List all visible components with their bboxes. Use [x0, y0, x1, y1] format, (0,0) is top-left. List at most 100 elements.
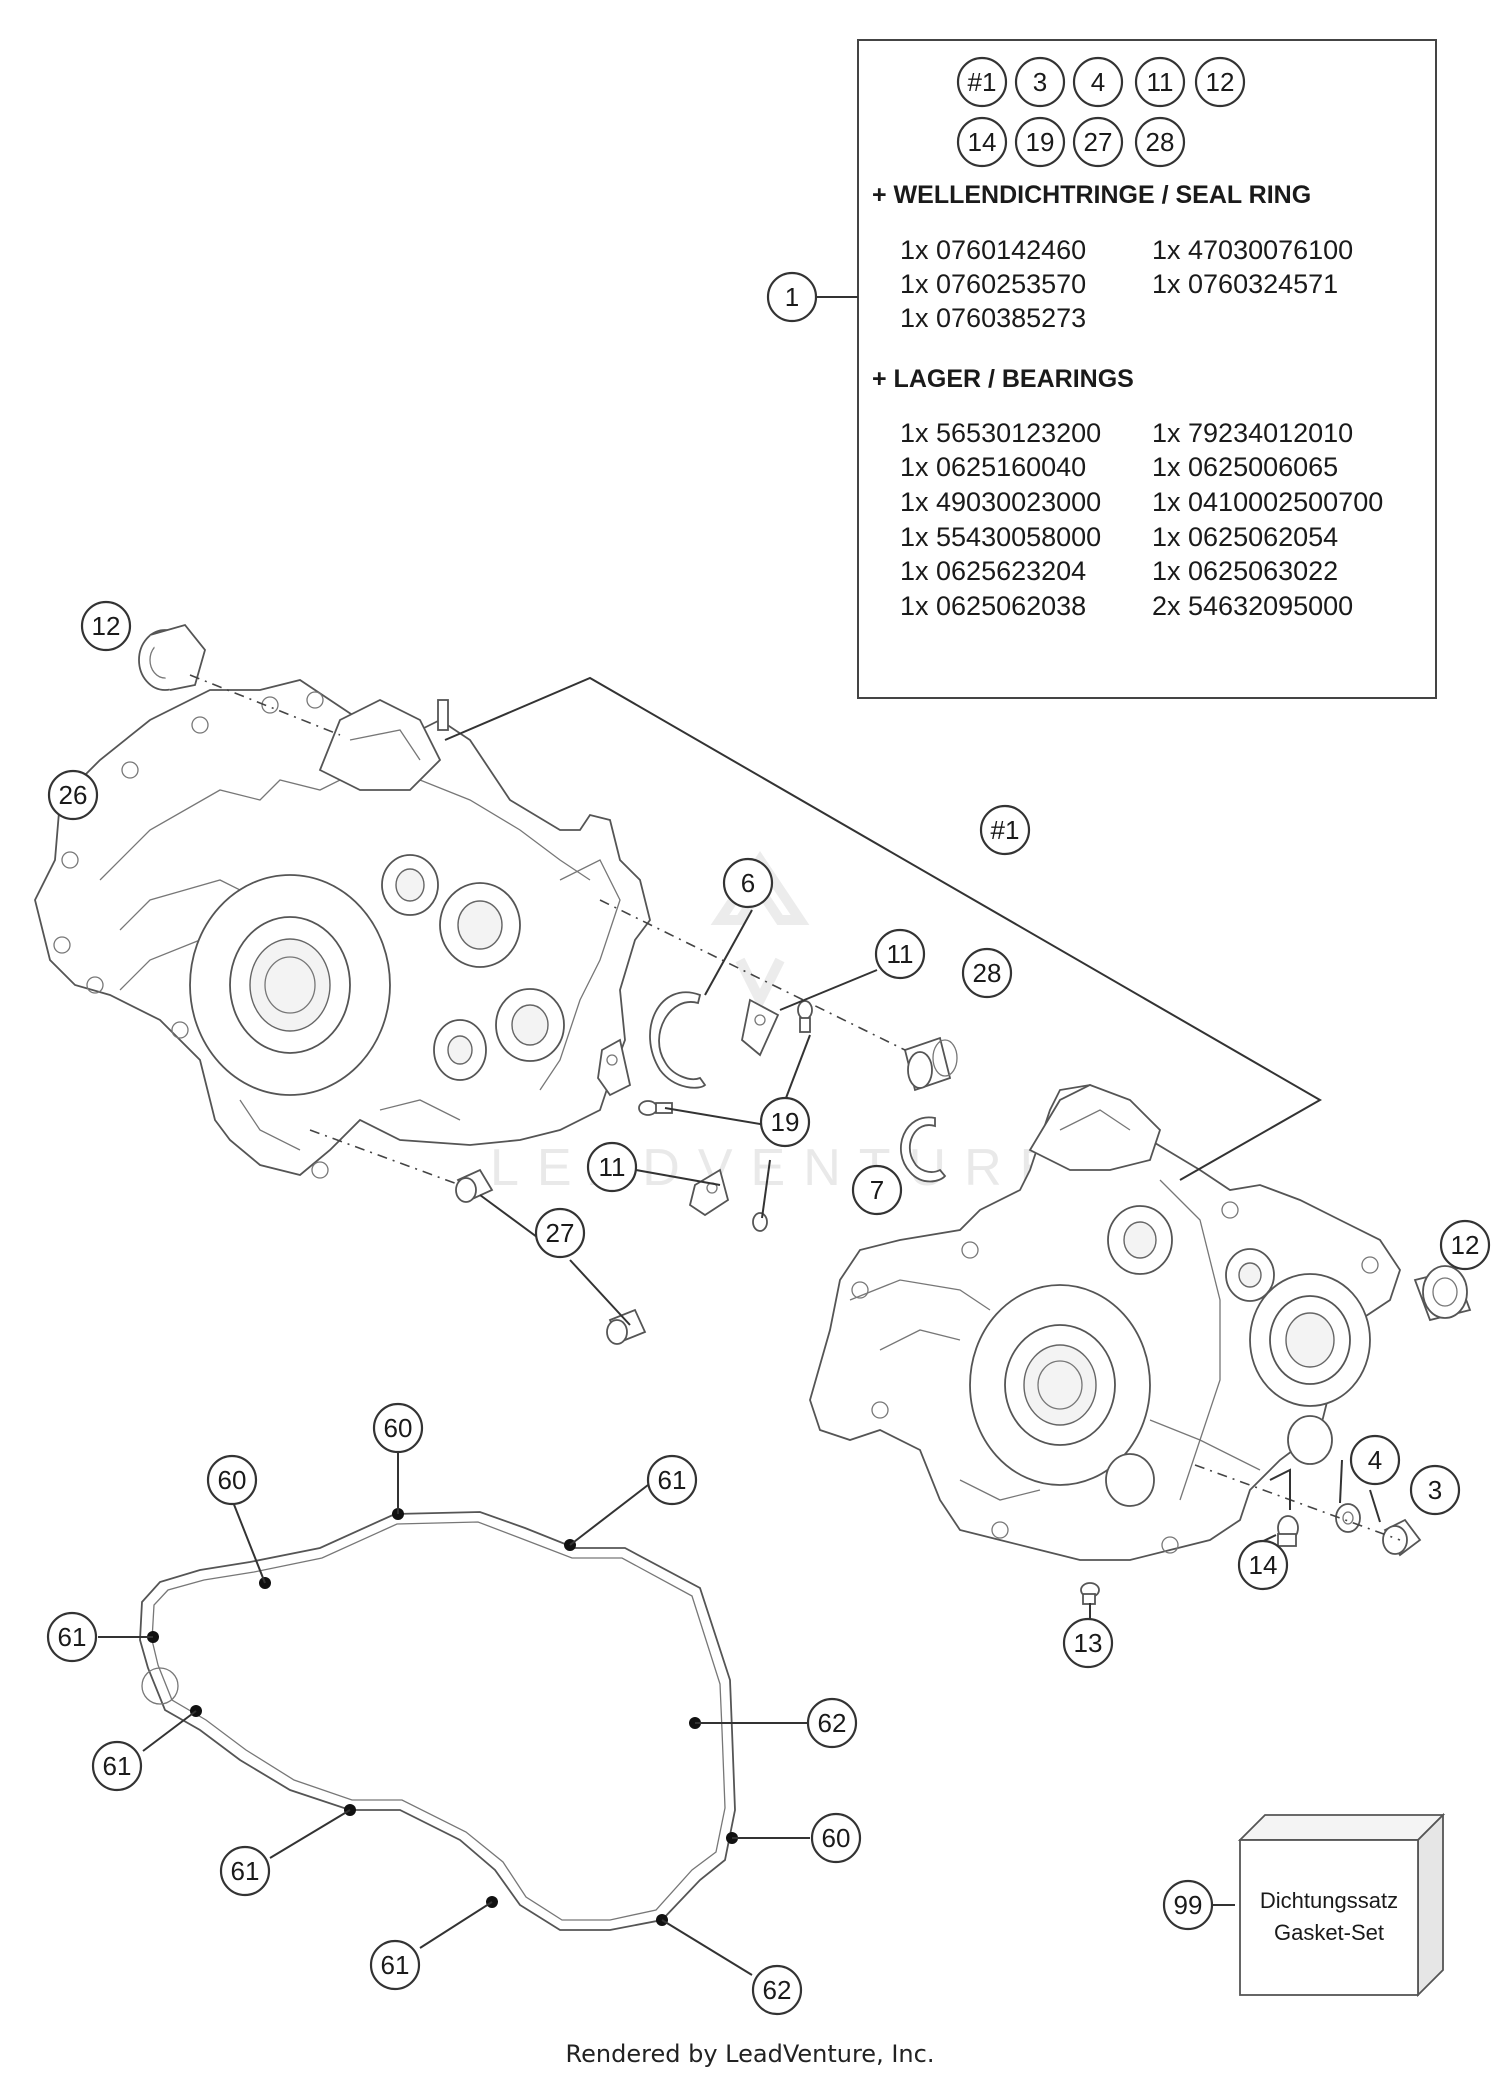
screw-19a [797, 1000, 813, 1033]
seal-ring-left [138, 623, 206, 691]
plate-11c [688, 1168, 730, 1217]
watermark-logo: LEADVENTURE [490, 850, 1054, 1197]
svg-text:28: 28 [973, 958, 1002, 988]
svg-text:61: 61 [231, 1856, 260, 1886]
footer-credit: Rendered by LeadVenture, Inc. [565, 2040, 935, 2068]
callout-61-lower-left[interactable]: 61 [91, 1740, 143, 1792]
part-number: 1x 49030023000 [900, 487, 1101, 517]
screw-19c [752, 1212, 768, 1232]
callout-60-right[interactable]: 60 [810, 1812, 862, 1864]
crankcase-right-half [809, 1084, 1401, 1561]
kit-ref-label[interactable]: 4 [1072, 56, 1124, 108]
kit-ref-label[interactable]: 27 [1072, 116, 1124, 168]
svg-text:12: 12 [1206, 67, 1235, 97]
part-number: 1x 0760142460 [900, 235, 1086, 265]
callout-12-left[interactable]: 12 [80, 600, 132, 652]
svg-text:26: 26 [59, 780, 88, 810]
circlip-6 [649, 991, 707, 1089]
callout-62-right[interactable]: 62 [806, 1697, 858, 1749]
gasket-set-label-en: Gasket-Set [1274, 1920, 1384, 1945]
svg-text:3: 3 [1428, 1475, 1442, 1505]
part-number: 1x 47030076100 [1152, 235, 1353, 265]
bearings-heading: + LAGER / BEARINGS [872, 365, 1134, 393]
svg-text:13: 13 [1074, 1628, 1103, 1658]
svg-text:#1: #1 [968, 67, 997, 97]
callout-6[interactable]: 6 [722, 857, 774, 909]
svg-text:62: 62 [818, 1708, 847, 1738]
callout-7[interactable]: 7 [851, 1164, 903, 1216]
kit-ref-row-1: #1 3 4 11 12 [956, 56, 1246, 108]
plug-14 [1277, 1515, 1299, 1547]
callout-99[interactable]: 99 [1162, 1879, 1214, 1931]
callout-3[interactable]: 3 [1409, 1464, 1461, 1516]
callout-61-bottom[interactable]: 61 [369, 1939, 421, 1991]
callout-11-bottom[interactable]: 11 [586, 1141, 638, 1193]
screw-19b [638, 1100, 673, 1116]
circlip-7 [900, 1116, 947, 1183]
washer-4 [1335, 1503, 1361, 1533]
callout-12-right[interactable]: 12 [1439, 1219, 1491, 1271]
svg-text:19: 19 [1026, 127, 1055, 157]
kit-ref-label[interactable]: 11 [1134, 56, 1186, 108]
kit-ref-label[interactable]: #1 [956, 56, 1008, 108]
crankcase-left-half [34, 679, 651, 1179]
kit-ref-label[interactable]: 19 [1014, 116, 1066, 168]
part-number: 2x 54632095000 [1152, 591, 1353, 621]
svg-text:4: 4 [1368, 1445, 1382, 1475]
svg-text:61: 61 [103, 1751, 132, 1781]
part-number: 1x 0760253570 [900, 269, 1086, 299]
svg-text:14: 14 [968, 127, 997, 157]
callout-28[interactable]: 28 [961, 947, 1013, 999]
svg-text:19: 19 [771, 1107, 800, 1137]
dowel-27a [455, 1168, 494, 1203]
plug-3 [1382, 1518, 1422, 1557]
part-number: 1x 0625063022 [1152, 556, 1338, 586]
svg-text:62: 62 [763, 1975, 792, 2005]
part-number: 1x 56530123200 [900, 418, 1101, 448]
part-number: 1x 0625623204 [900, 556, 1086, 586]
kit-ref-label[interactable]: 12 [1194, 56, 1246, 108]
callout-61-top-right[interactable]: 61 [646, 1454, 698, 1506]
svg-text:11: 11 [1147, 67, 1174, 97]
svg-text:61: 61 [381, 1950, 410, 1980]
callout-assembly-1[interactable]: #1 [979, 804, 1031, 856]
callout-27[interactable]: 27 [534, 1207, 586, 1259]
svg-text:60: 60 [822, 1823, 851, 1853]
callout-60-left[interactable]: 60 [206, 1454, 258, 1506]
callout-61-left[interactable]: 61 [46, 1611, 98, 1663]
callout-1[interactable]: 1 [766, 271, 818, 323]
callout-61-bottom-left[interactable]: 61 [219, 1845, 271, 1897]
callout-14[interactable]: 14 [1237, 1539, 1289, 1591]
sleeve-28 [903, 1036, 958, 1092]
part-number: 1x 0625062054 [1152, 522, 1338, 552]
kit-ref-label[interactable]: 28 [1134, 116, 1186, 168]
callout-62-bottom[interactable]: 62 [751, 1964, 803, 2016]
callout-4[interactable]: 4 [1349, 1434, 1401, 1486]
screw-13 [1080, 1582, 1100, 1605]
svg-text:99: 99 [1174, 1890, 1203, 1920]
svg-text:60: 60 [218, 1465, 247, 1495]
svg-text:27: 27 [1084, 127, 1113, 157]
kit-ref-label[interactable]: 14 [956, 116, 1008, 168]
svg-text:28: 28 [1146, 127, 1175, 157]
callout-19[interactable]: 19 [759, 1096, 811, 1148]
gasket-set-label-de: Dichtungssatz [1260, 1888, 1398, 1913]
svg-text:12: 12 [1451, 1230, 1480, 1260]
callout-13[interactable]: 13 [1062, 1617, 1114, 1669]
callout-11-top[interactable]: 11 [874, 928, 926, 980]
seal-ring-list: 1x 0760142460 1x 47030076100 1x 07602535… [900, 235, 1353, 333]
bearings-list: 1x 56530123200 1x 79234012010 1x 0625160… [900, 418, 1383, 621]
dowel-27b [606, 1308, 647, 1345]
callout-60-top[interactable]: 60 [372, 1402, 424, 1454]
kit-ref-row-2: 14 19 27 28 [956, 116, 1186, 168]
callout-26[interactable]: 26 [47, 769, 99, 821]
svg-text:61: 61 [58, 1622, 87, 1652]
svg-text:14: 14 [1249, 1550, 1278, 1580]
kit-ref-label[interactable]: 3 [1014, 56, 1066, 108]
seal-ring-right [1413, 1265, 1472, 1322]
svg-text:3: 3 [1033, 67, 1047, 97]
svg-text:4: 4 [1091, 67, 1105, 97]
svg-text:6: 6 [741, 868, 755, 898]
svg-text:7: 7 [870, 1175, 884, 1205]
